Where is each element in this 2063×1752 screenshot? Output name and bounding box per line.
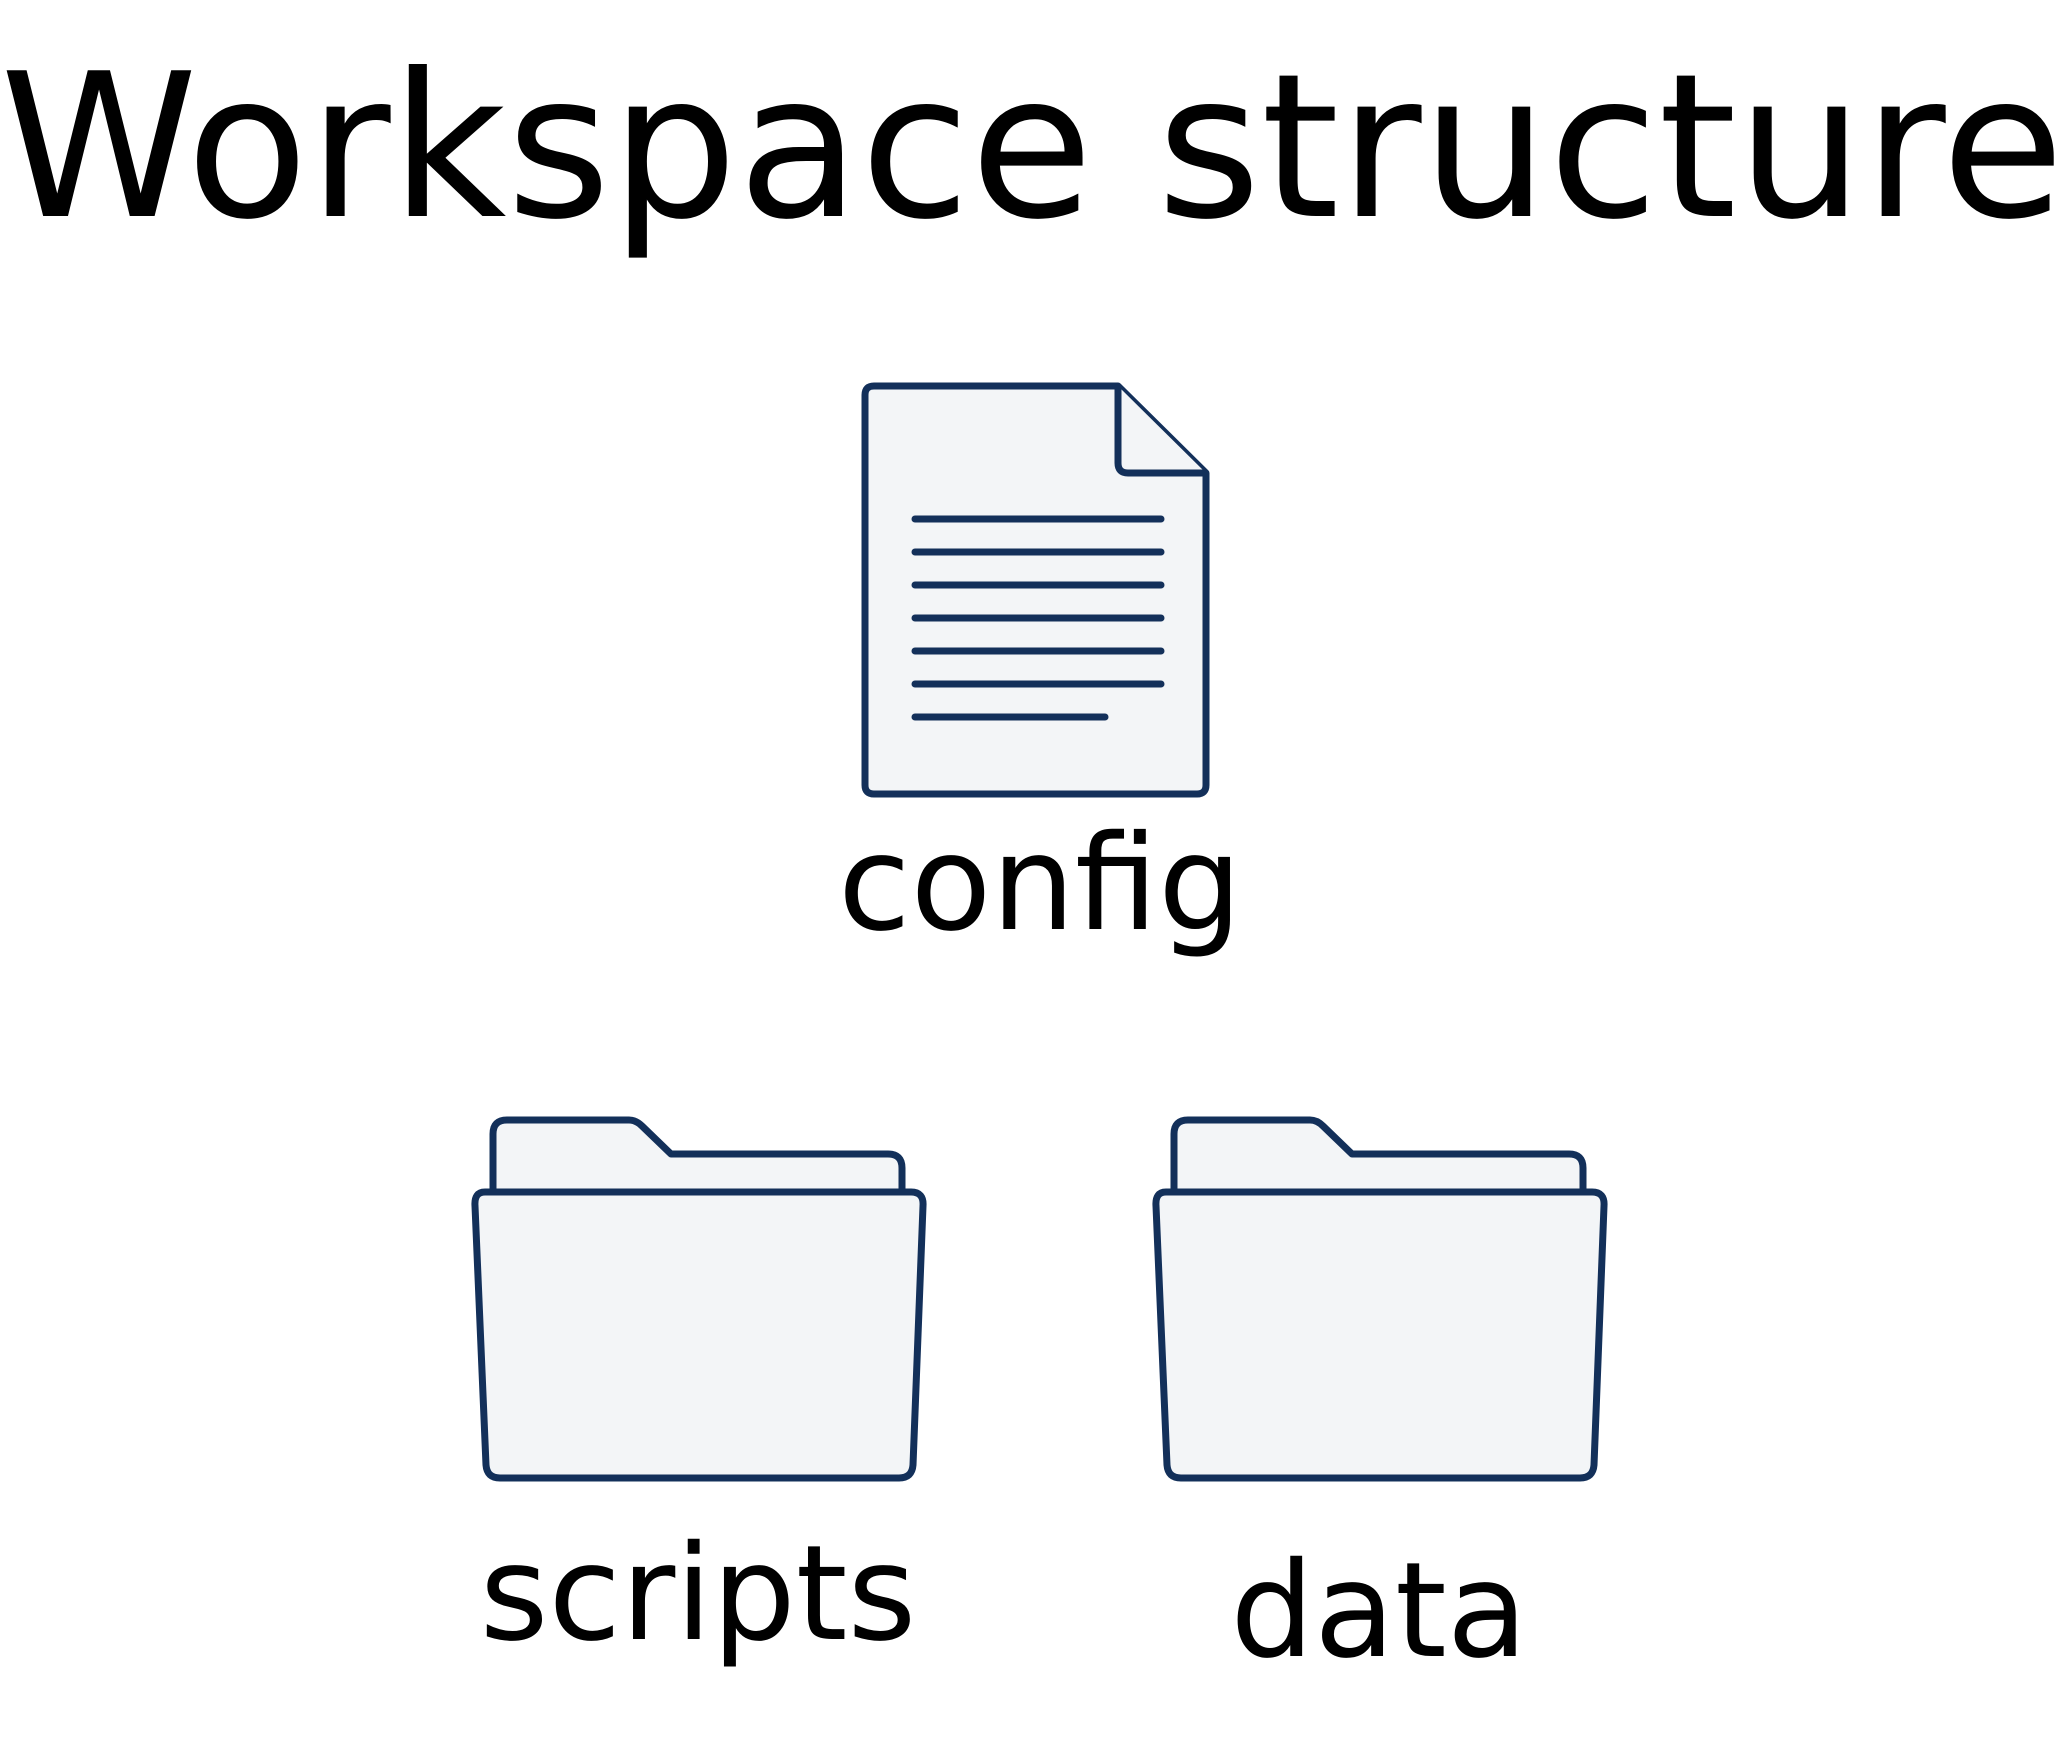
folder-icon[interactable] xyxy=(1144,1108,1614,1488)
document-icon[interactable] xyxy=(860,380,1220,800)
document-label-config: config xyxy=(838,807,1242,961)
diagram-title: Workspace structure xyxy=(0,31,2063,264)
folder-icon[interactable] xyxy=(463,1108,933,1488)
folder-label-scripts: scripts xyxy=(479,1517,917,1671)
folder-label-data: data xyxy=(1230,1534,1528,1688)
